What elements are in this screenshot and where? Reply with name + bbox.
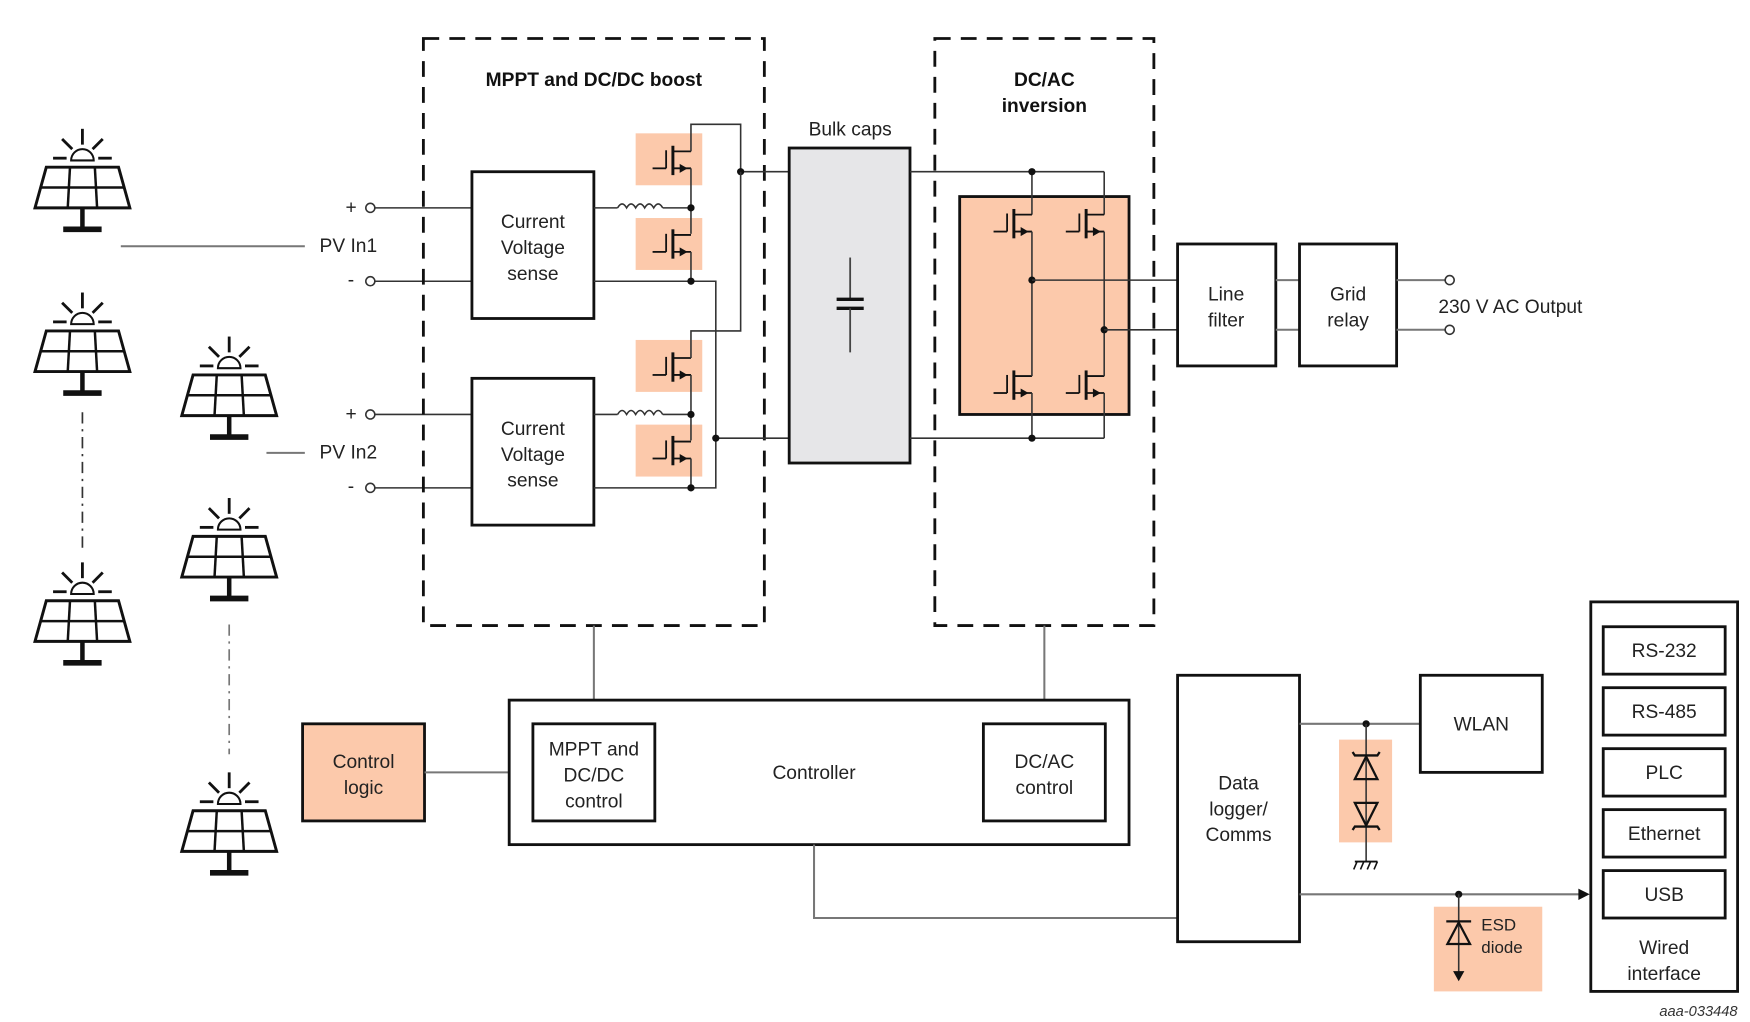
terminal-pin (365, 202, 376, 214)
pv-in1-label: PV In1 (320, 236, 378, 257)
tvs-diode-pair (1339, 723, 1393, 870)
svg-text:relay: relay (1327, 310, 1369, 331)
zener-diode-icon (1351, 801, 1381, 831)
mosfet-highlight (635, 424, 703, 477)
svg-text:Voltage: Voltage (501, 238, 565, 259)
solar-panel-icon (182, 337, 277, 437)
terminal-pin (365, 409, 376, 420)
svg-text:Comms: Comms (1206, 825, 1272, 846)
line-filter: Line filter (1176, 242, 1278, 368)
grid-relay: Grid relay (1298, 242, 1399, 368)
wired-interface: RS-232 RS-485 PLC Ethernet USB Wired int… (1589, 600, 1739, 993)
bulk-caps-label: Bulk caps (809, 120, 892, 141)
current-voltage-sense-1: Current Voltage sense (470, 170, 596, 320)
diode-icon (1445, 920, 1472, 946)
data-logger-comms: Data logger/ Comms (1176, 673, 1301, 944)
plus-label: + (345, 198, 356, 219)
minus-label: - (348, 270, 354, 291)
pv-input-2: PV In2 + - (266, 404, 472, 497)
interface-ethernet: Ethernet (1601, 808, 1727, 859)
bulk-caps: Bulk caps (787, 120, 912, 465)
mppt-dcdc-control: MPPT and DC/DC control (531, 722, 657, 823)
wlan: WLAN (1418, 673, 1544, 774)
plus-label: + (345, 404, 356, 425)
terminal-pin (365, 275, 376, 287)
svg-text:control: control (1016, 778, 1074, 799)
interface-usb: USB (1601, 869, 1727, 920)
capacitor-icon (836, 257, 864, 353)
h-bridge (910, 168, 1178, 442)
svg-text:filter: filter (1208, 310, 1245, 331)
mosfet-highlight (635, 218, 703, 270)
h-bridge-highlight (958, 195, 1131, 416)
svg-text:logic: logic (344, 778, 384, 799)
arrow-head-icon (1578, 888, 1590, 900)
ac-output: 230 V AC Output (1396, 274, 1583, 336)
mosfet-highlight (635, 133, 703, 186)
solar-panel-icon (35, 562, 130, 662)
ground-icon (1352, 860, 1379, 870)
mosfet-highlight (635, 339, 703, 392)
svg-text:MPPT and: MPPT and (549, 739, 639, 760)
mppt-dcdc-group-title: MPPT and DC/DC boost (486, 70, 703, 91)
svg-text:logger/: logger/ (1209, 799, 1268, 820)
esd-diode: ESD diode (1433, 894, 1543, 992)
arrow-down-icon (1453, 971, 1465, 982)
svg-text:USB: USB (1644, 885, 1683, 906)
svg-text:Wired: Wired (1639, 938, 1689, 959)
svg-text:RS-485: RS-485 (1632, 702, 1697, 723)
minus-label: - (348, 476, 354, 497)
svg-text:Current: Current (501, 212, 566, 233)
svg-text:control: control (565, 791, 623, 812)
svg-text:sense: sense (507, 471, 558, 492)
svg-text:RS-232: RS-232 (1632, 641, 1697, 662)
svg-text:Voltage: Voltage (501, 445, 565, 466)
svg-text:interface: interface (1627, 964, 1701, 985)
terminal-pin (365, 482, 376, 494)
interface-rs232: RS-232 (1601, 625, 1727, 676)
zener-diode-icon (1351, 751, 1381, 781)
svg-text:Line: Line (1208, 284, 1244, 305)
figure-id: aaa-033448 (1659, 1004, 1738, 1020)
inductor-icon (616, 203, 664, 210)
terminal-pin (1444, 274, 1455, 286)
svg-text:Ethernet: Ethernet (1628, 824, 1701, 845)
control-logic: Control logic (301, 722, 426, 823)
dcac-group-title: DC/AC (1014, 70, 1075, 91)
svg-text:PLC: PLC (1646, 763, 1683, 784)
svg-text:WLAN: WLAN (1454, 715, 1509, 736)
svg-text:Current: Current (501, 419, 566, 440)
svg-text:DC/DC: DC/DC (563, 765, 624, 786)
boost-stage-2 (593, 171, 790, 492)
solar-panel-icon (35, 129, 130, 229)
svg-text:ESD: ESD (1481, 915, 1516, 934)
interface-plc: PLC (1601, 747, 1727, 798)
svg-text:diode: diode (1481, 938, 1522, 957)
svg-text:Grid: Grid (1330, 284, 1366, 305)
mppt-dcdc-group-border (421, 37, 766, 628)
pv-in2-label: PV In2 (320, 442, 378, 463)
svg-text:Data: Data (1218, 773, 1259, 794)
svg-text:sense: sense (507, 264, 558, 285)
interface-rs485: RS-485 (1601, 686, 1727, 737)
terminal-pin (1444, 324, 1455, 336)
svg-text:DC/AC: DC/AC (1015, 752, 1075, 773)
pv-input-1: PV In1 + - (120, 198, 472, 291)
solar-panel-icon (182, 772, 277, 872)
dcac-control: DC/AC control (981, 722, 1107, 823)
solar-panel-icons (35, 129, 277, 873)
ac-output-label: 230 V AC Output (1438, 297, 1583, 318)
current-voltage-sense-2: Current Voltage sense (470, 376, 596, 527)
boost-stage-1 (593, 123, 790, 439)
dcac-group-title: inversion (1002, 96, 1087, 117)
inductor-icon (616, 409, 664, 417)
solar-panel-icon (35, 293, 130, 393)
solar-panel-icon (182, 498, 277, 598)
controller: Controller MPPT and DC/DC control DC/AC … (507, 698, 1131, 847)
controller-label: Controller (772, 763, 856, 784)
svg-text:Control: Control (333, 752, 395, 773)
